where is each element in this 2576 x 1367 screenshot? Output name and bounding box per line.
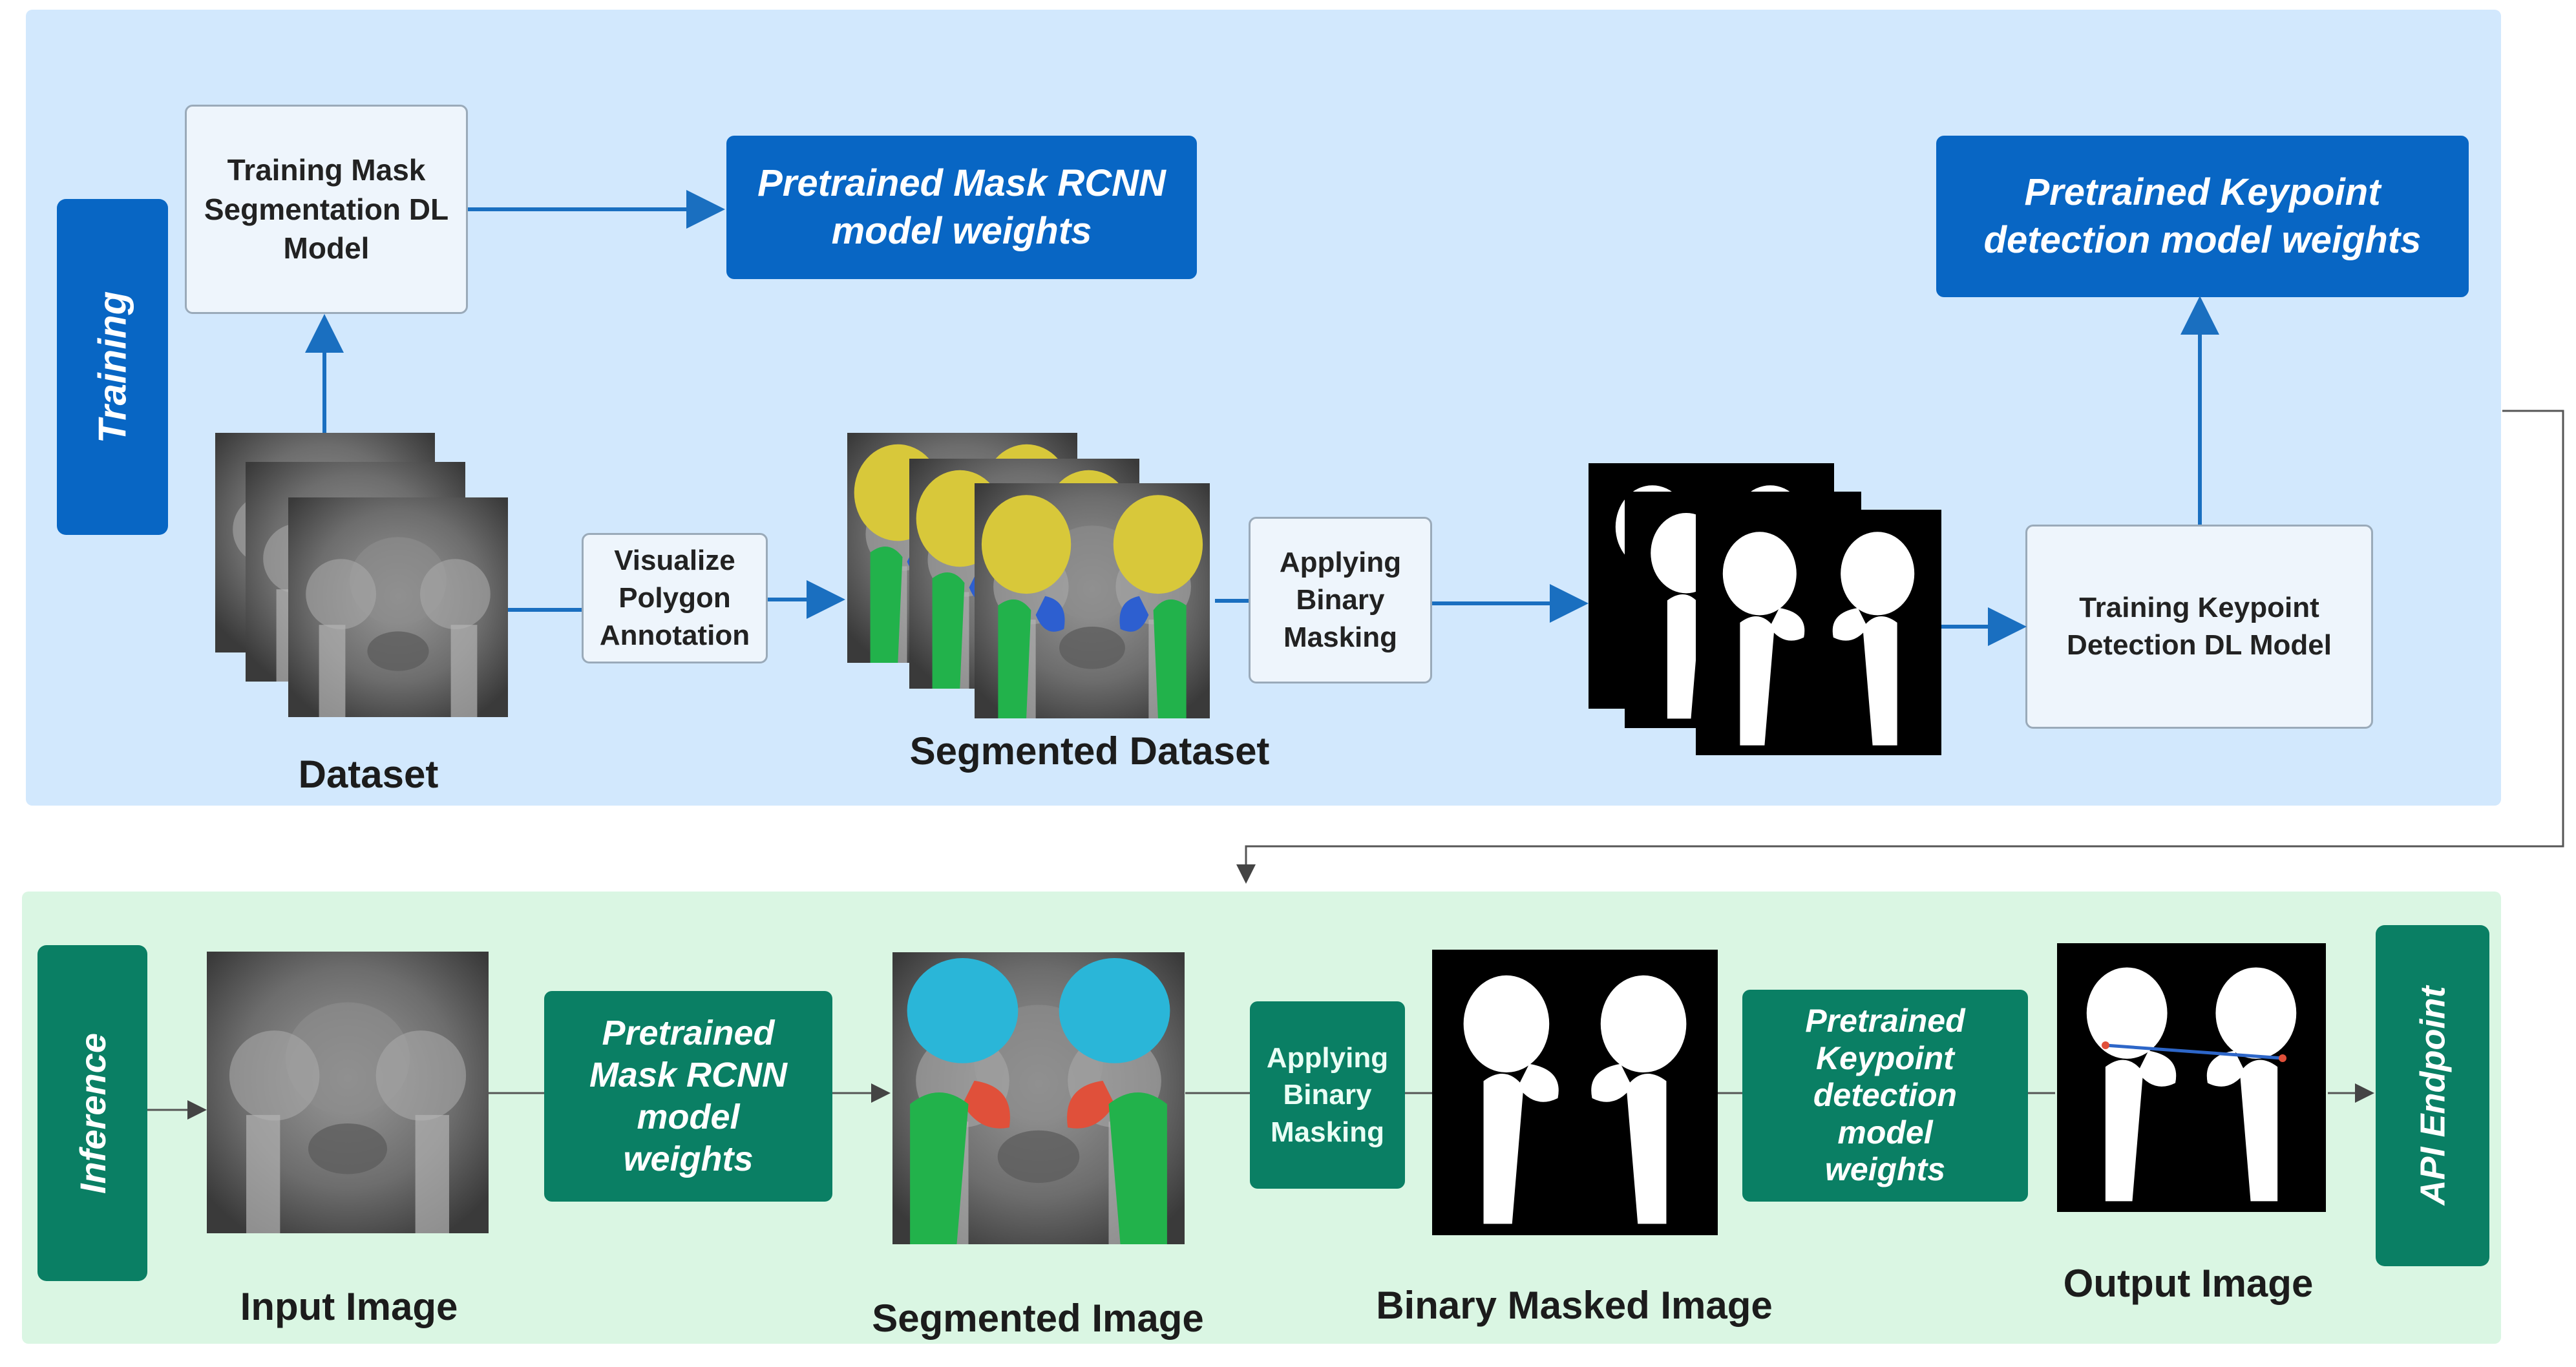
inference-pretrained-mask-box: Pretrained Mask RCNN model weights xyxy=(544,991,832,1202)
api-endpoint-label: API Endpoint xyxy=(2376,925,2489,1266)
train-mask-segmentation-box: Training Mask Segmentation DL Model xyxy=(185,105,468,314)
segmented-image-caption: Segmented Image xyxy=(872,1297,1204,1340)
train-keypoint-detection-box: Training Keypoint Detection DL Model xyxy=(2025,525,2373,729)
inference-binary-masking-box: Applying Binary Masking xyxy=(1250,1001,1405,1189)
inference-pretrained-keypoint-box: Pretrained Keypoint detection model weig… xyxy=(1742,990,2028,1202)
input-image-caption: Input Image xyxy=(240,1285,458,1328)
binary-masked-image-caption: Binary Masked Image xyxy=(1376,1284,1773,1327)
output-image-caption: Output Image xyxy=(2063,1262,2314,1305)
inference-section-label: Inference xyxy=(37,945,147,1281)
segmented-dataset-caption: Segmented Dataset xyxy=(909,729,1270,773)
pretrained-mask-rcnn-box: Pretrained Mask RCNN model weights xyxy=(726,136,1197,279)
dataset-image-stack xyxy=(215,433,508,717)
input-image xyxy=(207,952,489,1233)
segmented-image xyxy=(892,952,1185,1244)
dataset-caption: Dataset xyxy=(298,753,439,796)
segmented-dataset-stack xyxy=(847,433,1210,718)
binary-masked-image xyxy=(1432,950,1718,1235)
visualize-annotation-box: Visualize Polygon Annotation xyxy=(582,533,768,663)
training-section-label: Training xyxy=(57,199,168,535)
binary-mask-stack xyxy=(1589,463,1941,755)
applying-binary-masking-box: Applying Binary Masking xyxy=(1249,517,1432,684)
pretrained-keypoint-box: Pretrained Keypoint detection model weig… xyxy=(1936,136,2469,297)
output-image xyxy=(2057,943,2326,1212)
